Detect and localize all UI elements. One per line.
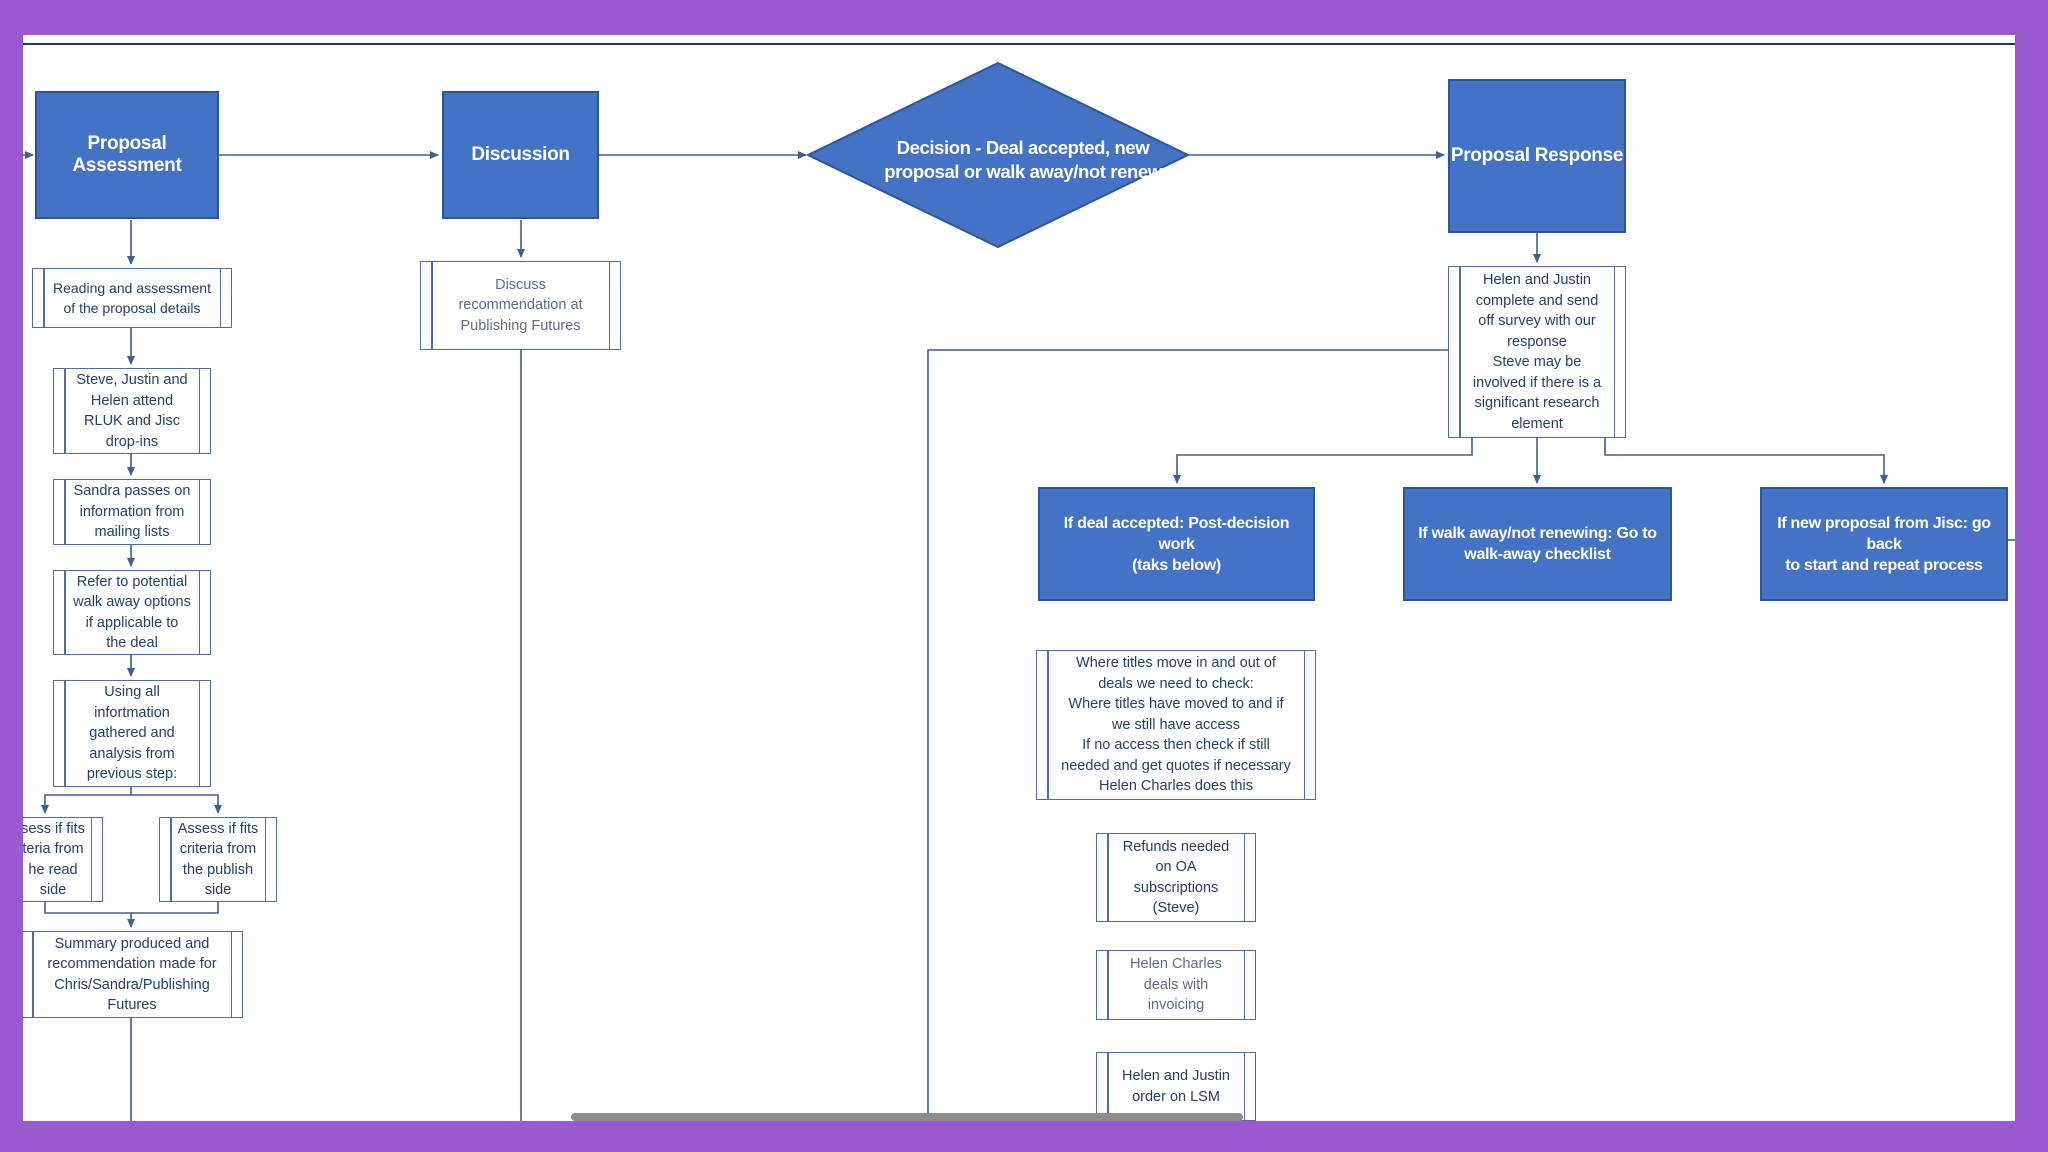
arrow-to-accepted — [1173, 435, 1473, 484]
step-read-side[interactable]: sess if fits teria from he read side — [23, 817, 103, 902]
task-order-lsm[interactable]: Helen and Justin order on LSM — [1096, 1052, 1256, 1121]
step-walk-away-text: Refer to potential walk away options if … — [73, 573, 191, 652]
line-publish-to-summary — [131, 902, 219, 914]
step-reading-text: Reading and assessment of the proposal d… — [53, 279, 211, 317]
outcome-walk-away-text: If walk away/not renewing: Go to walk-aw… — [1418, 525, 1657, 563]
outcome-walk-away[interactable]: If walk away/not renewing: Go to walk-aw… — [1403, 487, 1672, 601]
task-refunds-text: Refunds needed on OA subscriptions (Stev… — [1122, 838, 1230, 917]
arrow-to-publish-side — [131, 794, 222, 814]
step-attend-text: Steve, Justin and Helen attend RLUK and … — [76, 372, 188, 450]
discussion-label: Discussion — [471, 144, 570, 165]
step-survey-response[interactable]: Helen and Justin complete and send off s… — [1448, 266, 1626, 438]
decision-diamond — [805, 61, 1191, 249]
proposal-response-node[interactable]: Proposal Response — [1448, 79, 1626, 233]
decision-label[interactable]: Decision - Deal accepted, new proposal o… — [884, 137, 1162, 182]
arrow-read-to-summary — [44, 902, 135, 928]
arrow-to-new-proposal — [1604, 435, 1888, 484]
task-invoicing[interactable]: Helen Charles deals with invoicing — [1096, 950, 1256, 1020]
step-using-all-info[interactable]: Using all infortmation gathered and anal… — [53, 680, 211, 787]
step-read-side-text: sess if fits teria from he read side — [23, 820, 85, 899]
step-reading-assessment[interactable]: Reading and assessment of the proposal d… — [32, 268, 232, 328]
diagram-canvas: Proposal Assessment Discussion Decision … — [23, 35, 2015, 1121]
proposal-response-label: Proposal Response — [1450, 145, 1624, 166]
connector-lines — [23, 61, 2015, 1121]
top-rule — [23, 43, 2015, 45]
step-publish-side[interactable]: Assess if fits criteria from the publish… — [159, 817, 277, 902]
step-survey-text: Helen and Justin complete and send off s… — [1472, 272, 1602, 432]
outcome-new-proposal-text: If new proposal from Jisc: go back to st… — [1777, 514, 1991, 574]
discussion-node[interactable]: Discussion — [442, 91, 599, 219]
task-titles-check[interactable]: Where titles move in and out of deals we… — [1036, 650, 1316, 800]
proposal-assessment-label: Proposal Assessment — [72, 133, 182, 176]
step-sandra-text: Sandra passes on information from mailin… — [73, 483, 191, 541]
task-titles-text: Where titles move in and out of deals we… — [1061, 655, 1291, 795]
step-discuss-text: Discuss recommendation at Publishing Fut… — [458, 276, 583, 334]
line-survey-to-tasks — [927, 349, 1448, 1121]
step-using-all-text: Using all infortmation gathered and anal… — [86, 684, 178, 783]
step-summary-text: Summary produced and recommendation made… — [47, 935, 217, 1014]
step-sandra-mailing[interactable]: Sandra passes on information from mailin… — [53, 479, 211, 545]
task-order-text: Helen and Justin order on LSM — [1121, 1068, 1230, 1105]
outcome-deal-accepted[interactable]: If deal accepted: Post-decision work (ta… — [1038, 487, 1315, 601]
step-publish-side-text: Assess if fits criteria from the publish… — [177, 820, 259, 899]
step-attend-dropins[interactable]: Steve, Justin and Helen attend RLUK and … — [53, 368, 211, 454]
step-walk-away-options[interactable]: Refer to potential walk away options if … — [53, 570, 211, 655]
task-refunds[interactable]: Refunds needed on OA subscriptions (Stev… — [1096, 833, 1256, 922]
horizontal-scrollbar[interactable] — [571, 1113, 1243, 1121]
outcome-accepted-text: If deal accepted: Post-decision work (ta… — [1063, 514, 1290, 574]
arrow-to-read-side — [41, 787, 132, 814]
step-discuss-recommendation[interactable]: Discuss recommendation at Publishing Fut… — [420, 261, 621, 350]
task-invoicing-text: Helen Charles deals with invoicing — [1130, 956, 1222, 1014]
step-summary[interactable]: Summary produced and recommendation made… — [23, 931, 243, 1018]
outcome-new-proposal[interactable]: If new proposal from Jisc: go back to st… — [1760, 487, 2008, 601]
proposal-assessment-node[interactable]: Proposal Assessment — [35, 91, 219, 219]
